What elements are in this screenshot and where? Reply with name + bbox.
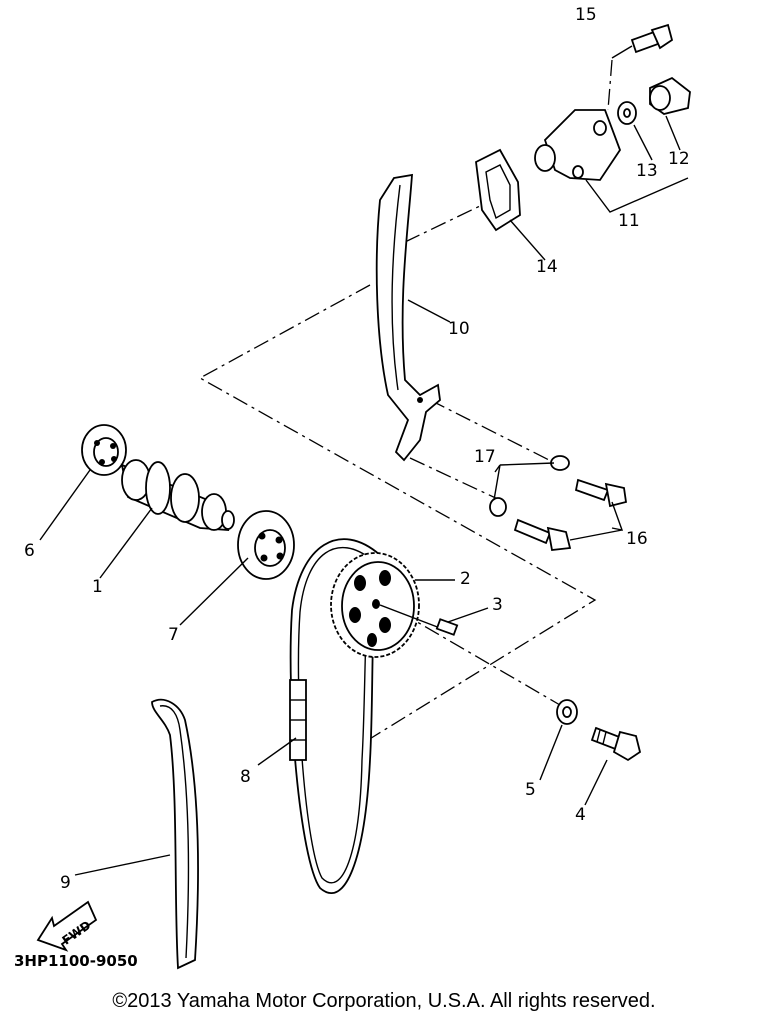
callout-9: 9 xyxy=(60,873,71,893)
copyright-notice: ©2013 Yamaha Motor Corporation, U.S.A. A… xyxy=(112,990,656,1012)
callout-12: 12 xyxy=(668,149,690,169)
callout-3: 3 xyxy=(492,595,503,615)
callout-7: 7 xyxy=(168,625,179,645)
bearing-part-6 xyxy=(81,424,127,476)
callout-11: 11 xyxy=(618,211,640,231)
callout-6: 6 xyxy=(24,541,35,561)
chain-guide-part-10 xyxy=(375,173,441,462)
bolt-part-15 xyxy=(630,23,674,54)
washer-part-5 xyxy=(556,699,578,725)
callout-labels: 6 1 7 8 9 2 3 5 4 10 14 17 16 11 13 12 1… xyxy=(24,5,690,893)
fwd-arrow: FWD xyxy=(36,900,98,952)
gasket-part-14 xyxy=(475,148,521,232)
diagram-code: 3HP1100-9050 xyxy=(14,952,138,970)
callout-13: 13 xyxy=(636,161,658,181)
cap-bolt-part-12 xyxy=(649,76,691,115)
callout-10: 10 xyxy=(448,319,470,339)
bolts-part-16 xyxy=(513,478,628,551)
bearing-part-7 xyxy=(237,510,295,580)
chain-guide-part-9 xyxy=(151,698,199,970)
leader-lines xyxy=(39,45,689,876)
tensioner-assembly-part-11 xyxy=(534,109,622,181)
callout-4: 4 xyxy=(575,805,586,825)
callout-8: 8 xyxy=(240,767,251,787)
assembly-guide-lines xyxy=(198,59,613,741)
callout-14: 14 xyxy=(536,257,558,277)
callout-17: 17 xyxy=(474,447,496,467)
callout-1: 1 xyxy=(92,577,103,597)
washers-part-17 xyxy=(489,455,570,517)
callout-5: 5 xyxy=(525,780,536,800)
callout-2: 2 xyxy=(460,569,471,589)
callout-16: 16 xyxy=(626,529,648,549)
callout-15: 15 xyxy=(575,5,597,25)
camshaft-part-1 xyxy=(120,459,235,531)
dowel-pin-part-3 xyxy=(379,604,459,636)
bolt-part-4 xyxy=(590,726,642,762)
washer-part-13 xyxy=(617,101,637,125)
cam-sprocket-part-2 xyxy=(330,552,420,658)
